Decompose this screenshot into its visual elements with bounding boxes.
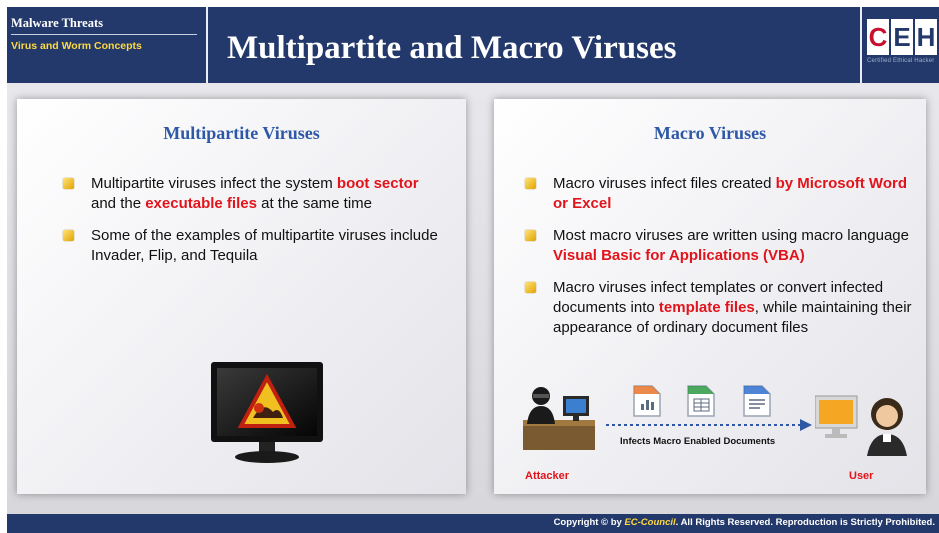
infection-arrow-label: Infects Macro Enabled Documents [620, 436, 776, 447]
bullet-text: at the same time [256, 195, 373, 212]
ceh-logo: C E H Certified Ethical Hacker [867, 19, 939, 75]
user-label: User [849, 470, 874, 482]
multipartite-panel: Multipartite Viruses Multipartite viruse… [17, 99, 466, 494]
panel-title: Macro Viruses [653, 123, 767, 143]
bullet-item: Multipartite viruses infect the system b… [63, 174, 443, 214]
bullet-text: Some of the examples of multipartite vir… [91, 227, 438, 264]
copyright-notice: Copyright © by EC-Council. All Rights Re… [554, 517, 935, 528]
panel-title: Multipartite Viruses [163, 123, 320, 143]
bullet-text: Multipartite viruses infect the system [91, 175, 337, 192]
bullet-text: Macro viruses infect files created [553, 175, 776, 192]
bullet-square-icon [63, 178, 74, 189]
macro-bullets: Macro viruses infect files created by Mi… [525, 174, 920, 350]
bullet-text: and the [91, 195, 146, 212]
attacker-label: Attacker [525, 470, 570, 482]
highlighted-text: executable files [145, 195, 257, 212]
copyright-prefix: Copyright © by [553, 517, 625, 528]
bullet-square-icon [525, 282, 536, 293]
attacker-icon [523, 387, 595, 450]
breadcrumb: Malware Threats Virus and Worm Concepts [7, 7, 203, 83]
logo-letter-e: E [891, 19, 913, 55]
copyright-suffix: . All Rights Reserved. Reproduction is S… [675, 517, 935, 528]
breadcrumb-subsection: Virus and Worm Concepts [11, 40, 142, 52]
user-icon [815, 395, 907, 456]
slide-content: Multipartite Viruses Multipartite viruse… [7, 83, 939, 514]
macro-infection-diagram: Attacker [519, 384, 929, 494]
slide-title: Multipartite and Macro Viruses [227, 30, 677, 66]
highlighted-text: template files [658, 299, 755, 316]
bullet-square-icon [63, 230, 74, 241]
bullet-item: Macro viruses infect files created by Mi… [525, 174, 920, 214]
green-spreadsheet-document-icon [687, 385, 715, 417]
bullet-item: Most macro viruses are written using mac… [525, 226, 920, 266]
logo-tagline: Certified Ethical Hacker [867, 58, 935, 64]
logo-letter-h: H [915, 19, 937, 55]
breadcrumb-section: Malware Threats [11, 16, 104, 30]
highlighted-text: by Microsoft Word or Excel [553, 175, 907, 212]
bullet-item: Macro viruses infect templates or conver… [525, 278, 920, 338]
highlighted-text: boot sector [336, 175, 419, 192]
orange-chart-document-icon [633, 385, 661, 417]
infected-monitor-icon [211, 362, 323, 463]
bullet-text: Macro viruses infect templates or conver… [553, 279, 884, 316]
bullet-text: , while maintaining their appearance of … [553, 299, 912, 336]
blue-text-document-icon [743, 385, 771, 417]
breadcrumb-divider [11, 34, 197, 35]
slide-header: Malware Threats Virus and Worm Concepts … [7, 7, 939, 83]
logo-letter-c: C [867, 19, 889, 55]
header-divider-left [206, 7, 208, 83]
bullet-item: Some of the examples of multipartite vir… [63, 226, 443, 266]
multipartite-bullets: Multipartite viruses infect the system b… [63, 174, 443, 278]
ec-council-brand: EC-Council [624, 517, 676, 528]
highlighted-text: Visual Basic for Applications (VBA) [553, 247, 805, 264]
header-divider-right [860, 7, 862, 83]
slide-footer: Copyright © by EC-Council. All Rights Re… [7, 514, 939, 533]
bullet-square-icon [525, 230, 536, 241]
macro-panel: Macro Viruses Macro viruses infect files… [494, 99, 926, 494]
bullet-square-icon [525, 178, 536, 189]
infection-arrow [606, 419, 812, 431]
bullet-text: Most macro viruses are written using mac… [553, 227, 909, 244]
